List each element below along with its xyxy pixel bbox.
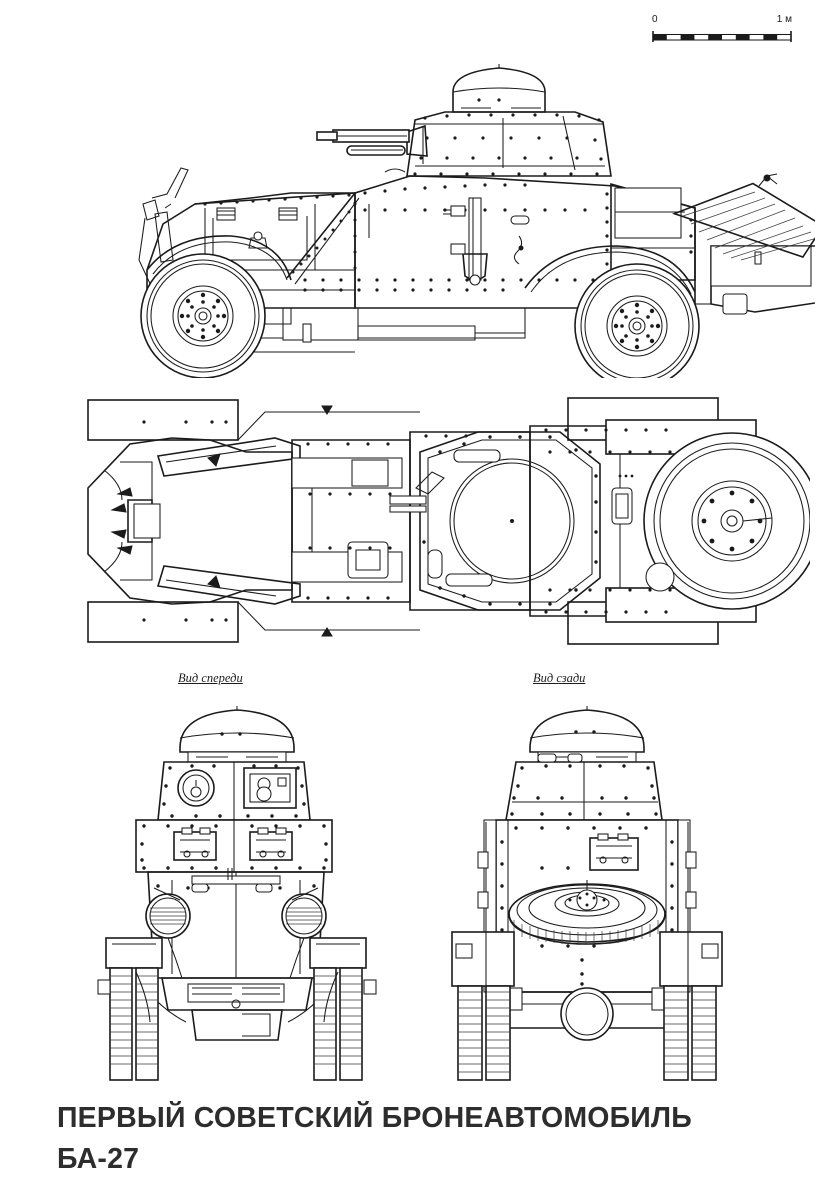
page-title: ПЕРВЫЙ СОВЕТСКИЙ БРОНЕАВТОМОБИЛЬ БА-27 [57, 1098, 797, 1180]
rear-right-wheels [659, 931, 723, 1081]
rear-left-wheels [451, 931, 515, 1081]
hull-machine-gun [346, 145, 406, 156]
scale-bar-svg [652, 31, 792, 42]
rear-spare-wheel [508, 880, 666, 945]
front-view-drawing [92, 692, 382, 1082]
turret [406, 111, 612, 177]
cupola [452, 64, 546, 113]
rivet-rows [203, 183, 613, 292]
fenders [146, 235, 696, 295]
rear-view-svg [451, 706, 723, 1081]
scale-bar: 0 1 м [652, 14, 792, 42]
plan-engine-deck [291, 457, 403, 583]
driver-vision-port [243, 767, 297, 809]
rear-axle-housing [503, 987, 671, 1041]
side-view-drawing [55, 8, 815, 378]
hull-side-details [368, 168, 530, 286]
plan-hull [87, 425, 681, 617]
front-bumper-axle [139, 977, 335, 1041]
rear-wheel [574, 263, 700, 378]
title-line-2: БА-27 [57, 1143, 140, 1175]
scale-bar-start-label: 0 [652, 14, 658, 25]
rear-view-drawing [442, 692, 732, 1082]
plan-spare-wheel [643, 432, 810, 610]
plan-view-drawing [60, 392, 810, 650]
suspension [264, 303, 711, 325]
title-line-1: ПЕРВЫЙ СОВЕТСКИЙ БРОНЕАВТОМОБИЛЬ [57, 1102, 692, 1134]
rear-view-caption: Вид сзади [533, 671, 586, 685]
rear-side-rails [477, 822, 697, 992]
front-view-svg [97, 706, 377, 1081]
rear-turret [505, 753, 663, 821]
scale-bar-end-label: 1 м [776, 14, 792, 25]
front-cupola [179, 706, 295, 763]
front-hull-upper [135, 819, 333, 873]
scale-bar-graphic [652, 30, 792, 42]
plan-view-svg [87, 397, 810, 645]
main-gun [316, 124, 428, 157]
plan-rear-detail [645, 562, 675, 592]
scale-bar-labels: 0 1 м [652, 14, 792, 28]
headlamp-right [281, 893, 327, 979]
front-wheel [140, 253, 266, 378]
front-turret [157, 761, 311, 821]
plan-turret [389, 431, 601, 611]
front-right-wheels [309, 937, 377, 1081]
unditching-roller [672, 173, 815, 261]
front-view-caption: Вид спереди [178, 671, 243, 685]
machine-gun-ball-mount [177, 769, 215, 807]
rear-hatch [589, 833, 639, 871]
plan-rivet-rows [306, 428, 672, 614]
plan-nose [103, 461, 161, 581]
side-view-svg [138, 64, 815, 378]
plan-running-boards [156, 437, 301, 605]
rear-hull [605, 182, 696, 281]
headlamp-left [145, 893, 191, 979]
front-left-wheels [97, 937, 163, 1081]
